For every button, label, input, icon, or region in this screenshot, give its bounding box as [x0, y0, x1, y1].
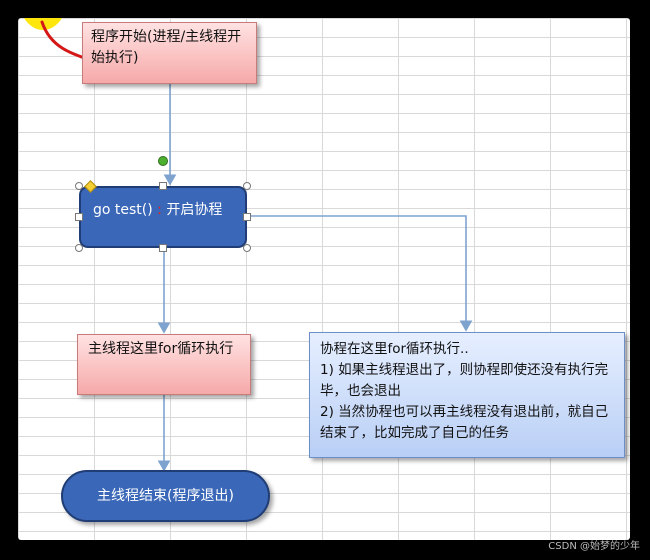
- resize-handle-bottom-left[interactable]: [75, 244, 83, 252]
- goroutine-note-line-2: 2) 当然协程也可以再主线程没有退出前，就自己结束了，比如完成了自己的任务: [320, 404, 609, 441]
- start-goroutine-label: 开启协程: [166, 202, 223, 218]
- arrow-go-to-goroutine: [247, 215, 473, 332]
- spreadsheet-canvas: [18, 18, 630, 540]
- start-node-label: 程序开始(进程/主线程开始执行): [91, 29, 242, 66]
- watermark: CSDN @始梦的少年: [548, 541, 640, 552]
- go-separator-mark: :: [157, 202, 162, 218]
- resize-handle-left[interactable]: [75, 213, 83, 221]
- resize-handle-bottom-right[interactable]: [243, 244, 251, 252]
- resize-handle-top-right[interactable]: [243, 182, 251, 190]
- resize-handle-bottom[interactable]: [159, 244, 167, 252]
- end-node-label: 主线程结束(程序退出): [97, 488, 234, 504]
- main-loop-label: 主线程这里for循环执行: [88, 341, 234, 357]
- main-loop-node[interactable]: 主线程这里for循环执行: [77, 334, 251, 395]
- rotation-handle[interactable]: [158, 156, 168, 166]
- goroutine-note[interactable]: 协程在这里for循环执行.. 1) 如果主线程退出了，则协程即使还没有执行完毕，…: [309, 332, 625, 458]
- end-node[interactable]: 主线程结束(程序退出): [61, 470, 270, 522]
- resize-handle-right[interactable]: [243, 213, 251, 221]
- goroutine-note-title: 协程在这里for循环执行..: [320, 341, 469, 357]
- resize-handle-top[interactable]: [159, 182, 167, 190]
- start-node[interactable]: 程序开始(进程/主线程开始执行): [82, 22, 257, 84]
- resize-handle-top-left[interactable]: [75, 182, 83, 190]
- go-call-label: go test(): [93, 202, 153, 218]
- goroutine-note-line-1: 1) 如果主线程退出了，则协程即使还没有执行完毕，也会退出: [320, 362, 609, 399]
- go-test-node[interactable]: go test() : 开启协程: [79, 186, 247, 248]
